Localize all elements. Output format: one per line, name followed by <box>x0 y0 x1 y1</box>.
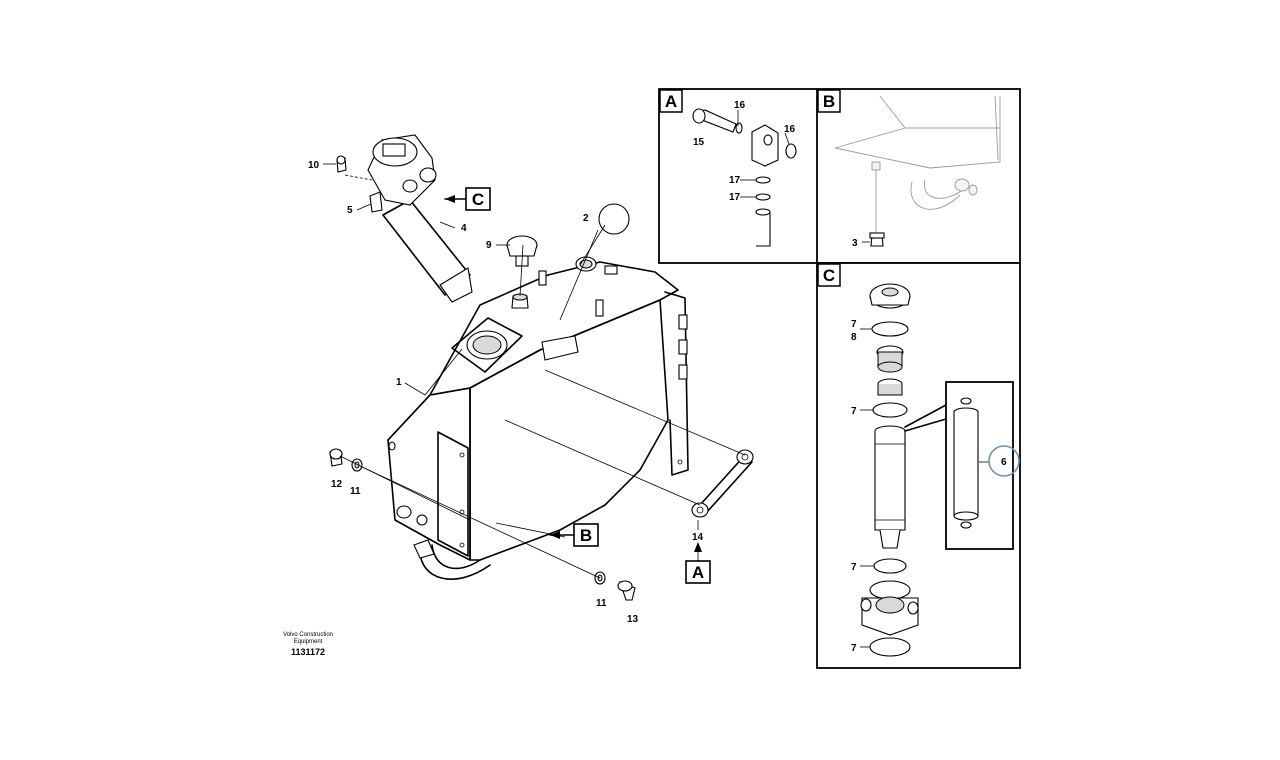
tank-cap[interactable] <box>598 203 630 235</box>
detail-a-label: A <box>665 92 677 111</box>
callout-16-right[interactable]: 16 <box>784 124 796 135</box>
document-id: 1131172 <box>291 647 325 657</box>
fasteners[interactable] <box>329 448 636 601</box>
callout-6[interactable]: 6 <box>1001 457 1007 468</box>
ref-box-c[interactable]: C <box>465 187 491 211</box>
callout-11-bottom[interactable]: 11 <box>596 598 607 609</box>
detail-c-label: C <box>823 266 835 285</box>
callout-12[interactable]: 12 <box>331 479 343 490</box>
detail-c[interactable]: C <box>817 263 1020 657</box>
hydraulic-tank[interactable] <box>387 256 689 580</box>
ref-box-b[interactable]: B <box>573 523 599 547</box>
callout-7-bottom[interactable]: 7 <box>851 643 857 654</box>
callout-11-left[interactable]: 11 <box>350 486 361 497</box>
callout-13[interactable]: 13 <box>627 614 639 625</box>
ref-box-a-label: A <box>692 563 704 582</box>
detail-panels-frame <box>658 88 1021 669</box>
detail-b[interactable]: B 3 <box>817 89 1001 249</box>
return-filter-assembly[interactable] <box>336 134 473 303</box>
credit-line-1: Volvo Construction <box>283 632 333 638</box>
ref-a-arrow <box>694 542 702 552</box>
callout-15[interactable]: 15 <box>693 137 705 148</box>
callout-7-mid[interactable]: 7 <box>851 406 857 417</box>
ref-box-b-label: B <box>580 526 592 545</box>
callout-1[interactable]: 1 <box>396 377 402 388</box>
callout-7-lower[interactable]: 7 <box>851 562 857 573</box>
detail-b-label: B <box>823 92 835 111</box>
leader-lines <box>323 163 746 579</box>
callout-17-top[interactable]: 17 <box>729 175 741 186</box>
credit-line-2: Equipment <box>294 639 323 645</box>
highlight-callout-6[interactable] <box>988 445 1020 477</box>
callout-3[interactable]: 3 <box>852 238 858 249</box>
callout-4[interactable]: 4 <box>461 223 467 234</box>
breather-cap[interactable] <box>506 235 538 309</box>
stay-rod[interactable] <box>691 449 754 518</box>
callout-14[interactable]: 14 <box>692 532 704 543</box>
callout-16-top[interactable]: 16 <box>734 100 746 111</box>
ref-b-arrow <box>550 531 560 539</box>
callout-17-bottom[interactable]: 17 <box>729 192 741 203</box>
callout-7-top[interactable]: 7 <box>851 319 857 330</box>
detail-a[interactable]: A 16 16 15 17 17 <box>659 89 797 247</box>
callout-2[interactable]: 2 <box>583 213 589 224</box>
callout-5[interactable]: 5 <box>347 205 353 216</box>
ref-c-arrow <box>445 195 455 203</box>
ref-box-a[interactable]: A <box>685 560 711 584</box>
callout-10[interactable]: 10 <box>308 160 320 171</box>
callout-8[interactable]: 8 <box>851 332 857 343</box>
ref-box-c-label: C <box>472 190 484 209</box>
callout-9[interactable]: 9 <box>486 240 492 251</box>
